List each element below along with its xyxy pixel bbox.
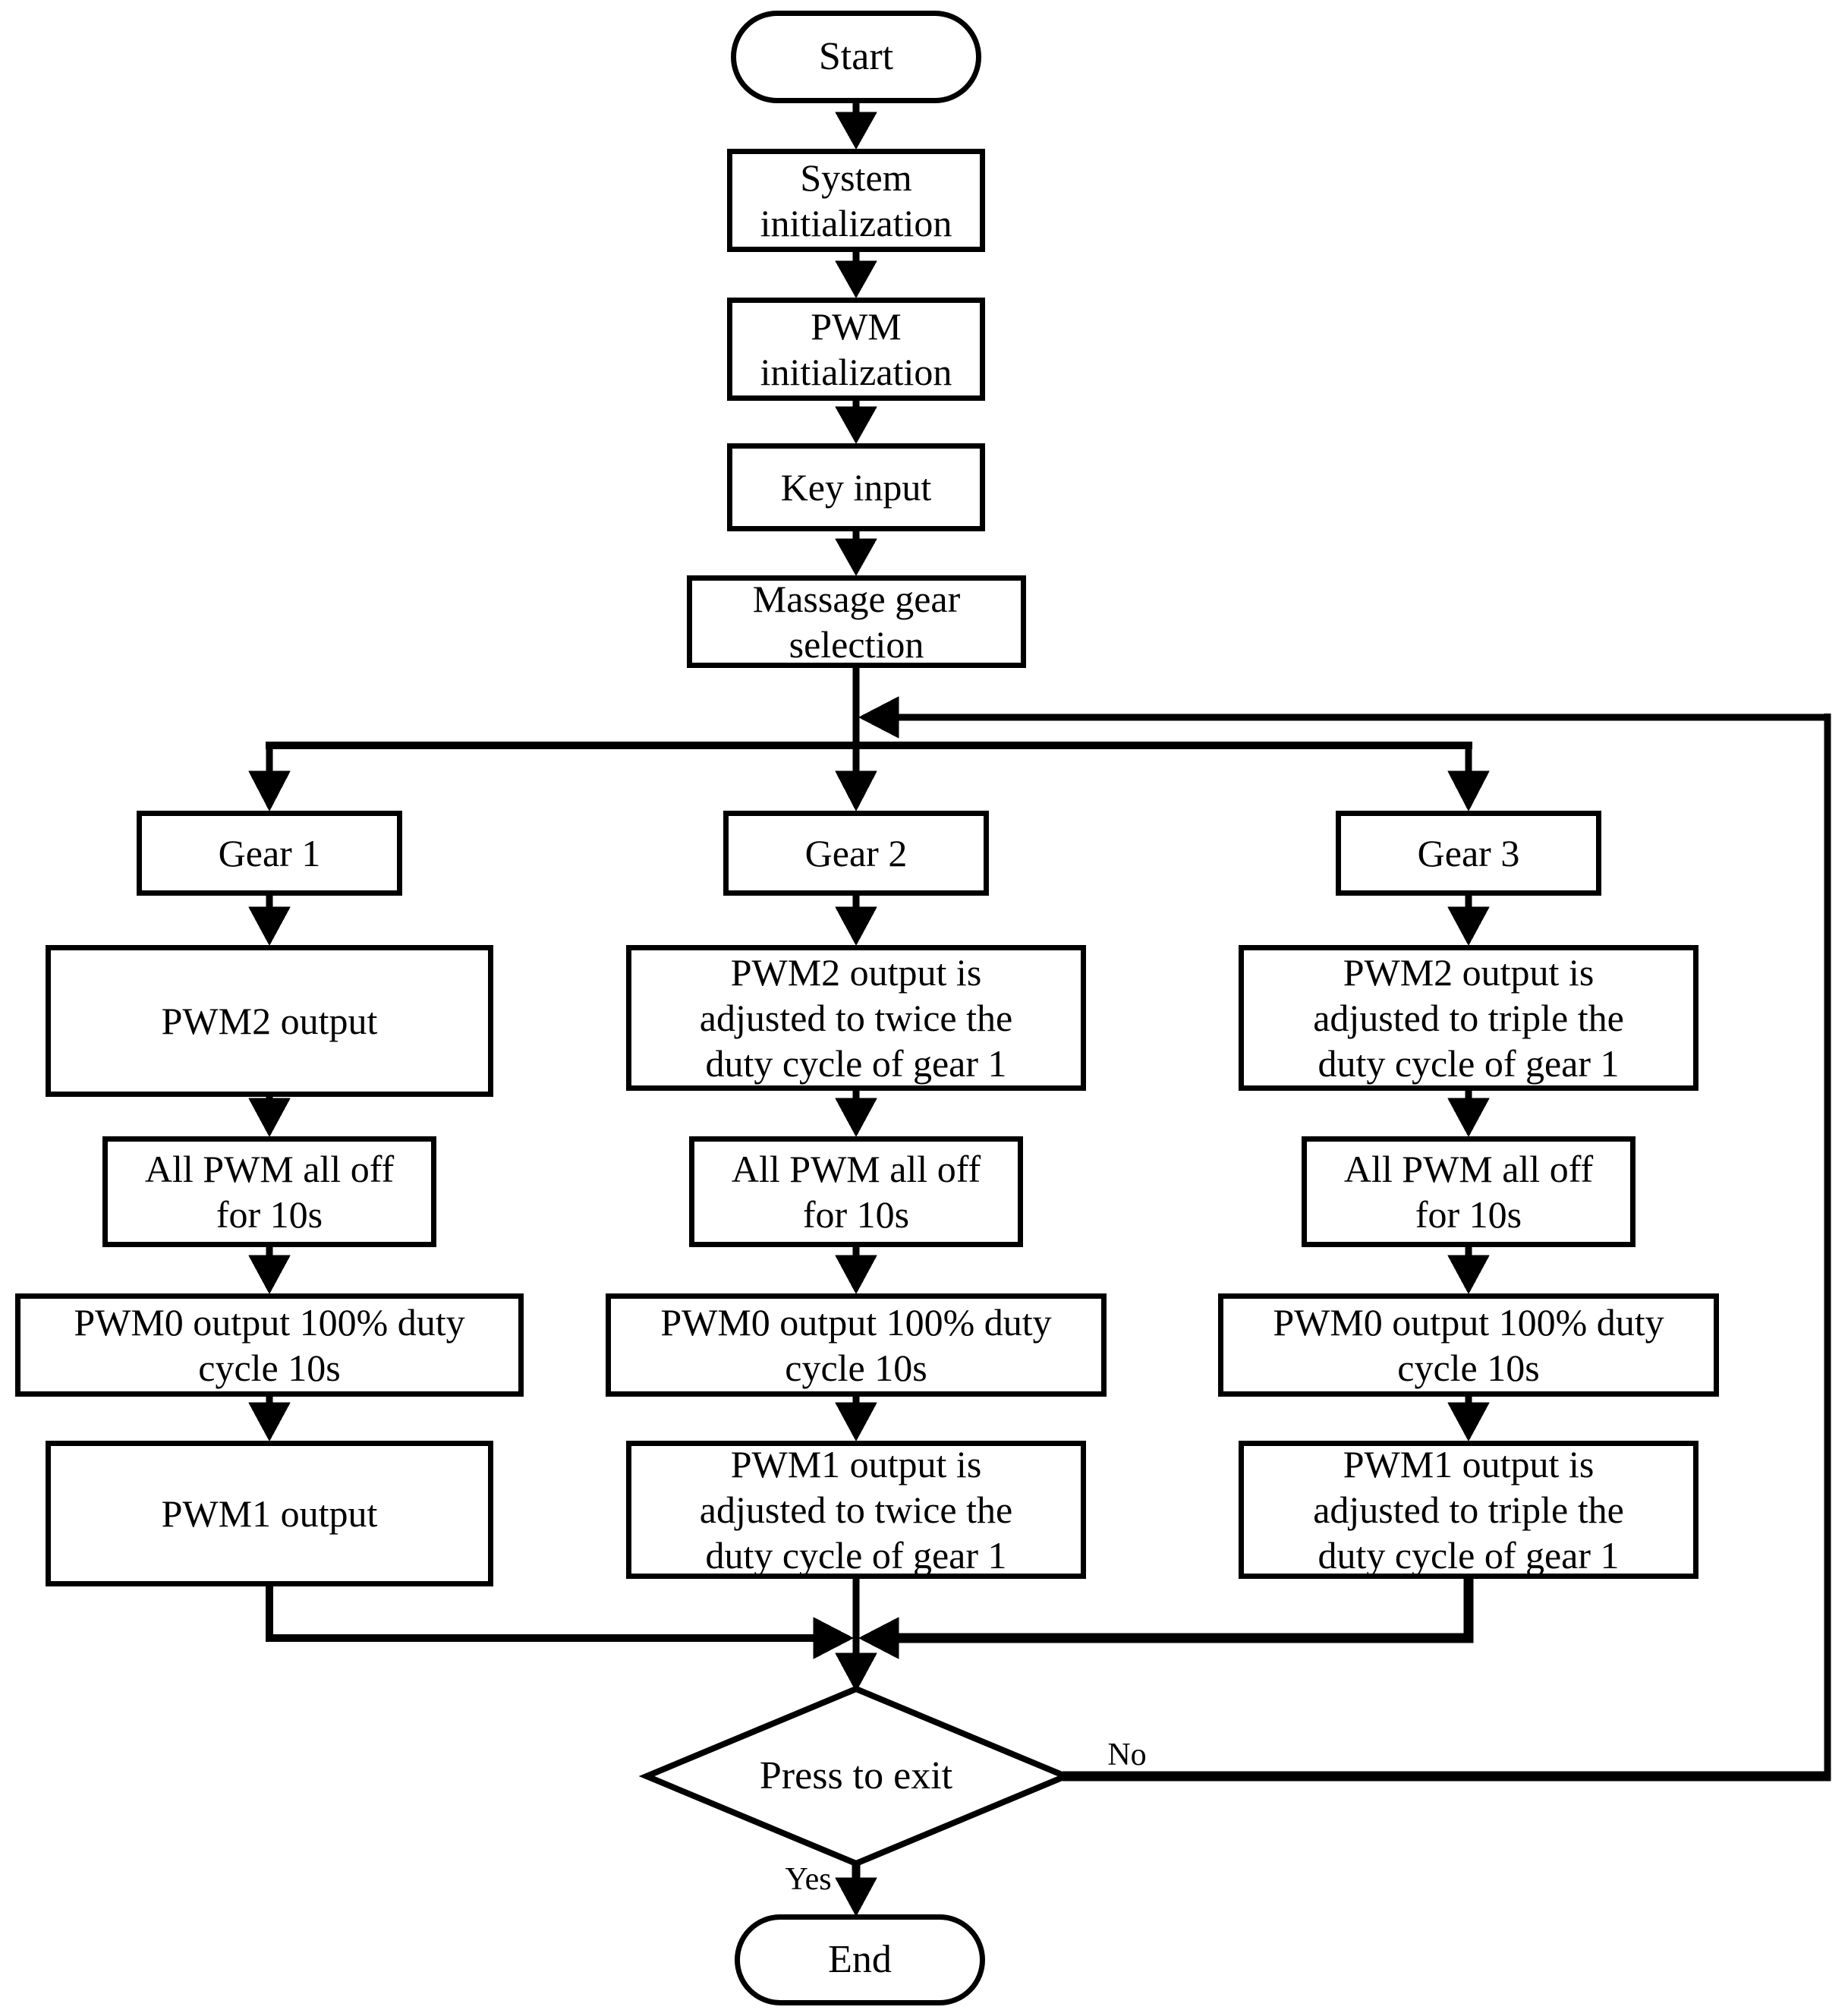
end-node: End: [735, 1914, 985, 2005]
gear1-pwm1-output-label: PWM1 output: [161, 1492, 378, 1535]
start-node: Start: [731, 11, 981, 103]
gear1-pwm2-output-label: PWM2 output: [161, 1000, 378, 1042]
arrowhead-down-into-end: [835, 1877, 877, 1917]
system-initialization-node: System initialization: [727, 149, 985, 252]
no-edge-text: No: [1107, 1737, 1147, 1772]
arrowhead-down: [1447, 1098, 1490, 1138]
pwm-initialization-node: PWM initialization: [727, 298, 985, 401]
arrowhead-down: [1447, 906, 1490, 947]
arrowhead-down: [1447, 1255, 1490, 1295]
arrowhead-down: [835, 406, 877, 445]
no-edge-label: No: [1081, 1737, 1173, 1773]
massage-gear-selection-node: Massage gear selection: [687, 575, 1026, 668]
gear-3-node: Gear 3: [1336, 811, 1601, 896]
arrowhead-down: [835, 260, 877, 299]
arrowhead-down: [248, 906, 291, 947]
gear3-all-pwm-off-label: All PWM all off for 10s: [1343, 1148, 1594, 1236]
arrowhead-left-feedback: [858, 696, 899, 739]
end-label: End: [828, 1938, 892, 1981]
gear1-pwm0-node: PWM0 output 100% duty cycle 10s: [15, 1293, 524, 1397]
arrowhead-down: [835, 538, 877, 577]
pwm-initialization-label: PWM initialization: [760, 305, 952, 393]
gear2-all-pwm-off-node: All PWM all off for 10s: [689, 1136, 1023, 1247]
yes-edge-text: Yes: [785, 1862, 832, 1897]
arrowhead-down: [1447, 770, 1490, 812]
gear-2-node: Gear 2: [723, 811, 989, 896]
arrowhead-down: [835, 1402, 877, 1442]
arrowhead-down: [248, 1255, 291, 1295]
press-to-exit-label: Press to exit: [689, 1746, 1023, 1807]
gear2-pwm2-adjust-node: PWM2 output is adjusted to twice the dut…: [626, 945, 1086, 1091]
press-to-exit-text: Press to exit: [759, 1754, 953, 1797]
yes-edge-label: Yes: [763, 1861, 854, 1898]
gear2-pwm2-adjust-label: PWM2 output is adjusted to twice the dut…: [699, 951, 1013, 1085]
arrowhead-down: [835, 906, 877, 947]
gear-1-node: Gear 1: [137, 811, 402, 896]
gear2-pwm0-node: PWM0 output 100% duty cycle 10s: [606, 1293, 1107, 1397]
connector-lines: [248, 100, 1831, 1917]
gear-3-label: Gear 3: [1417, 832, 1520, 874]
gear1-pwm0-label: PWM0 output 100% duty cycle 10s: [74, 1301, 465, 1389]
system-initialization-label: System initialization: [760, 156, 952, 244]
decision-diamond-shape: [638, 1685, 1074, 1867]
massage-gear-selection-label: Massage gear selection: [752, 578, 961, 666]
key-input-node: Key input: [727, 443, 985, 531]
key-input-label: Key input: [780, 466, 932, 509]
arrowhead-down: [248, 770, 291, 812]
gear3-pwm2-adjust-node: PWM2 output is adjusted to triple the du…: [1239, 945, 1698, 1091]
gear3-pwm0-label: PWM0 output 100% duty cycle 10s: [1273, 1301, 1664, 1389]
gear1-all-pwm-off-node: All PWM all off for 10s: [102, 1136, 436, 1247]
arrowhead-down-into-decision: [835, 1652, 877, 1693]
arrowhead-down: [835, 1098, 877, 1138]
arrowhead-down: [835, 112, 877, 150]
arrowhead-down: [1447, 1402, 1490, 1442]
gear1-pwm1-output-node: PWM1 output: [46, 1441, 493, 1586]
gear3-pwm1-adjust-node: PWM1 output is adjusted to triple the du…: [1239, 1441, 1698, 1579]
gear3-pwm2-adjust-label: PWM2 output is adjusted to triple the du…: [1313, 951, 1624, 1085]
gear3-all-pwm-off-node: All PWM all off for 10s: [1302, 1136, 1635, 1247]
edge-gear3-exit: [897, 1576, 1474, 1643]
gear1-all-pwm-off-label: All PWM all off for 10s: [144, 1148, 395, 1236]
gear-1-label: Gear 1: [218, 832, 321, 874]
start-label: Start: [818, 35, 894, 78]
arrowhead-down: [835, 1255, 877, 1295]
arrowhead-right-converge: [813, 1617, 855, 1659]
gear2-pwm0-label: PWM0 output 100% duty cycle 10s: [660, 1301, 1052, 1389]
edge-gear1-exit: [266, 1583, 818, 1642]
gear3-pwm0-node: PWM0 output 100% duty cycle 10s: [1218, 1293, 1719, 1397]
gear1-pwm2-output-node: PWM2 output: [46, 945, 493, 1097]
arrowhead-down: [248, 1402, 291, 1442]
arrowhead-down: [835, 770, 877, 812]
gear3-pwm1-adjust-label: PWM1 output is adjusted to triple the du…: [1313, 1443, 1624, 1577]
gear-2-label: Gear 2: [804, 832, 908, 874]
arrowhead-left-converge: [858, 1617, 899, 1659]
gear2-pwm1-adjust-node: PWM1 output is adjusted to twice the dut…: [626, 1441, 1086, 1579]
arrowhead-down: [248, 1098, 291, 1138]
gear2-all-pwm-off-label: All PWM all off for 10s: [731, 1148, 981, 1236]
gear2-pwm1-adjust-label: PWM1 output is adjusted to twice the dut…: [699, 1443, 1013, 1577]
